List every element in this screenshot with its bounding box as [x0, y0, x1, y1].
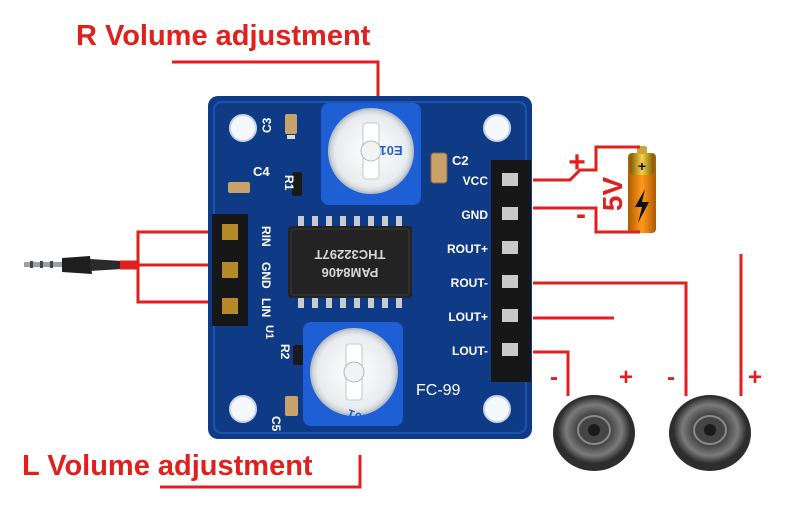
mount-hole	[229, 395, 257, 423]
speaker-left-plus: +	[619, 364, 633, 391]
r-volume-callout: R Volume adjustment	[76, 20, 371, 52]
potentiometer-icon	[321, 103, 421, 205]
output-pin-label: LOUT-	[452, 344, 488, 358]
battery-icon: +	[628, 146, 656, 233]
mount-hole	[229, 114, 257, 142]
fc99-board	[208, 96, 532, 439]
speaker-right-plus: +	[748, 364, 762, 391]
power-wires	[533, 145, 640, 234]
capacitor-c2	[430, 152, 448, 184]
capacitor-c3	[285, 114, 297, 134]
input-wires	[120, 230, 218, 304]
output-pin-label: VCC	[463, 174, 489, 188]
capacitor-c4	[228, 182, 250, 193]
silk-pot-r: E01	[379, 143, 402, 158]
output-pin-label: ROUT+	[447, 242, 488, 256]
speaker-right-minus: -	[667, 364, 675, 391]
silk-fc99: FC-99	[416, 382, 461, 399]
audio-jack-icon	[24, 256, 122, 274]
chip-text-2: THC32297T	[315, 247, 386, 262]
battery-minus-label: -	[576, 198, 586, 231]
silk-c2: C2	[452, 153, 469, 168]
silk-u1: U1	[263, 325, 275, 339]
silk-r1: R1	[282, 175, 296, 191]
input-pin-label: RIN	[259, 226, 273, 247]
l-volume-callout: L Volume adjustment	[22, 450, 313, 482]
input-header	[212, 214, 248, 326]
potentiometer-icon	[303, 322, 403, 426]
speaker-left-minus: -	[550, 364, 558, 391]
battery-voltage-label: 5V	[597, 177, 628, 212]
output-header	[491, 160, 531, 382]
speaker-icon	[669, 395, 751, 471]
input-pin-label: LIN	[259, 298, 273, 317]
speaker-wires	[533, 254, 743, 396]
silk-c4: C4	[253, 164, 270, 179]
silk-c3: C3	[260, 117, 274, 133]
chip-text-1: PAM8406	[322, 265, 379, 280]
l-volume-leader	[160, 455, 362, 489]
speaker-icon	[553, 395, 635, 471]
silk-c5: C5	[269, 416, 283, 432]
resistor-r1	[292, 172, 302, 196]
output-pin-label: LOUT+	[448, 310, 488, 324]
output-pin-label: ROUT-	[451, 276, 488, 290]
output-pin-label: GND	[461, 208, 488, 222]
battery-plus-label: +	[568, 146, 586, 179]
resistor-r2	[293, 345, 304, 365]
svg-text:+: +	[638, 158, 646, 174]
input-pin-label: GND	[259, 262, 273, 289]
chip-icon	[288, 216, 412, 308]
silk-r2: R2	[278, 344, 292, 360]
r-volume-leader	[172, 60, 380, 104]
mount-hole	[483, 395, 511, 423]
silk-pot-l: E01	[345, 406, 372, 428]
mount-hole	[483, 114, 511, 142]
capacitor-c5	[285, 396, 298, 416]
